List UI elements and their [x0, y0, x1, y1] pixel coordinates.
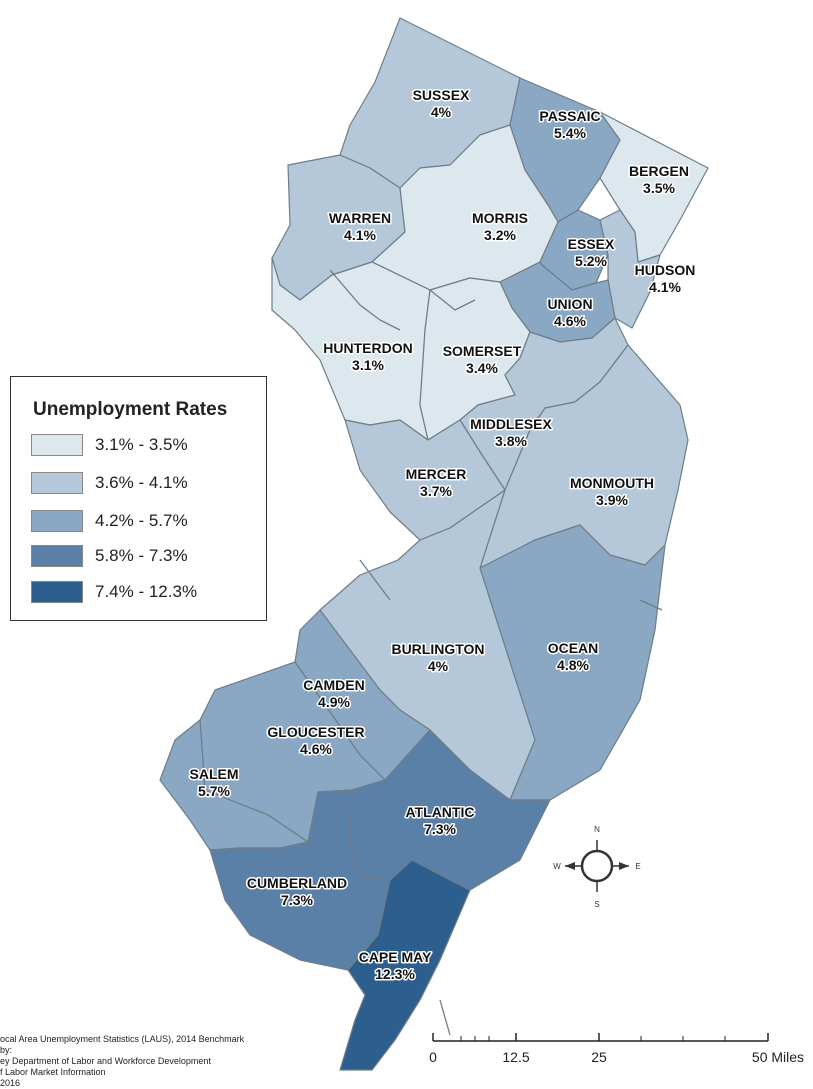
legend-label: 4.2% - 5.7%	[95, 511, 188, 530]
county-rate-mercer: 3.7%	[420, 483, 452, 499]
county-rate-hudson: 4.1%	[649, 279, 681, 295]
scale-tick-12-5: 12.5	[502, 1049, 529, 1065]
source-line: by:	[0, 1045, 13, 1055]
legend-item: 4.2% - 5.7%	[31, 509, 188, 533]
county-cape-may[interactable]	[339, 859, 471, 1071]
county-rate-hunterdon: 3.1%	[352, 357, 384, 373]
county-rate-cumberland: 7.3%	[281, 892, 313, 908]
county-label-gloucester: GLOUCESTER	[267, 724, 364, 740]
county-rate-gloucester: 4.6%	[300, 741, 332, 757]
county-rate-morris: 3.2%	[484, 227, 516, 243]
county-hudson[interactable]	[599, 209, 661, 329]
legend: Unemployment Rates 3.1% - 3.5% 3.6% - 4.…	[10, 376, 267, 621]
county-labels: SUSSEX4%PASSAIC5.4%BERGEN3.5%WARREN4.1%M…	[188, 86, 697, 984]
county-label-sussex: SUSSEX	[413, 87, 470, 103]
county-label-middlesex: MIDDLESEX	[470, 416, 552, 432]
legend-item: 5.8% - 7.3%	[31, 544, 188, 568]
county-rate-atlantic: 7.3%	[424, 821, 456, 837]
county-label-salem: SALEM	[190, 766, 239, 782]
rivers	[329, 269, 663, 1036]
source-line: ey Department of Labor and Workforce Dev…	[0, 1056, 211, 1066]
compass-e: E	[635, 862, 640, 871]
county-rate-salem: 5.7%	[198, 783, 230, 799]
county-label-cape-may: CAPE MAY	[359, 949, 432, 965]
county-label-union: UNION	[547, 296, 592, 312]
legend-title: Unemployment Rates	[33, 399, 228, 420]
county-rate-camden: 4.9%	[318, 694, 350, 710]
scale-tick-0: 0	[429, 1049, 437, 1065]
legend-label: 7.4% - 12.3%	[95, 582, 198, 601]
scale-tick-25: 25	[591, 1049, 607, 1065]
source-line: 2016	[0, 1078, 21, 1088]
county-label-essex: ESSEX	[568, 236, 615, 252]
legend-label: 5.8% - 7.3%	[95, 546, 188, 565]
county-label-burlington: BURLINGTON	[391, 641, 484, 657]
county-rate-union: 4.6%	[554, 313, 586, 329]
county-rate-ocean: 4.8%	[557, 657, 589, 673]
county-rate-bergen: 3.5%	[643, 180, 675, 196]
legend-label: 3.6% - 4.1%	[95, 473, 188, 492]
county-label-monmouth: MONMOUTH	[570, 475, 654, 491]
county-rate-warren: 4.1%	[344, 227, 376, 243]
county-label-atlantic: ATLANTIC	[406, 804, 475, 820]
county-label-bergen: BERGEN	[629, 163, 689, 179]
county-rate-burlington: 4%	[428, 658, 449, 674]
county-label-cumberland: CUMBERLAND	[247, 875, 347, 891]
county-rate-somerset: 3.4%	[466, 360, 498, 376]
compass-s: S	[594, 900, 599, 909]
county-label-morris: MORRIS	[472, 210, 528, 226]
county-label-passaic: PASSAIC	[539, 108, 600, 124]
legend-swatch	[31, 581, 83, 603]
county-label-hunterdon: HUNTERDON	[323, 340, 412, 356]
legend-label: 3.1% - 3.5%	[95, 435, 188, 454]
county-label-hudson: HUDSON	[635, 262, 696, 278]
scale-tick-50-miles: 50 Miles	[752, 1049, 804, 1065]
county-rate-middlesex: 3.8%	[495, 433, 527, 449]
county-mercer[interactable]	[344, 419, 506, 541]
scale-bar: 0 12.5 25 50 Miles	[429, 1033, 804, 1065]
county-rate-monmouth: 3.9%	[596, 492, 628, 508]
compass-rose: N S E W	[553, 825, 640, 909]
county-label-somerset: SOMERSET	[443, 343, 522, 359]
county-rate-cape-may: 12.3%	[375, 966, 415, 982]
legend-swatch	[31, 510, 83, 532]
county-rate-sussex: 4%	[431, 104, 452, 120]
source-note: ocal Area Unemployment Statistics (LAUS)…	[0, 1034, 350, 1089]
county-label-ocean: OCEAN	[548, 640, 599, 656]
legend-swatch	[31, 545, 83, 567]
compass-n: N	[594, 825, 600, 834]
source-line: f Labor Market Information	[0, 1067, 106, 1077]
county-cumberland[interactable]	[209, 789, 391, 971]
county-label-mercer: MERCER	[406, 466, 467, 482]
county-label-warren: WARREN	[329, 210, 391, 226]
county-rate-essex: 5.2%	[575, 253, 607, 269]
legend-item: 3.6% - 4.1%	[31, 471, 188, 495]
compass-w: W	[553, 862, 561, 871]
legend-swatch	[31, 434, 83, 456]
legend-swatch	[31, 472, 83, 494]
source-line: ocal Area Unemployment Statistics (LAUS)…	[0, 1034, 245, 1044]
county-rate-passaic: 5.4%	[554, 125, 586, 141]
legend-item: 3.1% - 3.5%	[31, 433, 188, 457]
county-label-camden: CAMDEN	[303, 677, 364, 693]
legend-item: 7.4% - 12.3%	[31, 580, 197, 604]
